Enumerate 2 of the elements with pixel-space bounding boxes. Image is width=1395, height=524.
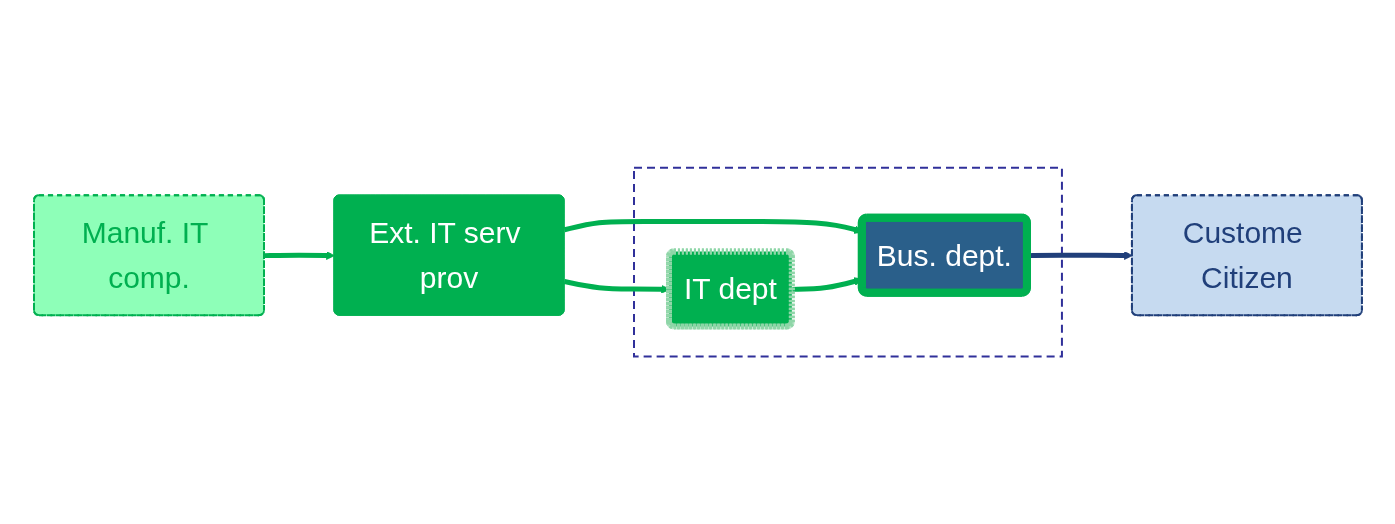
cluster bbox=[632, 166, 1063, 358]
arrow bbox=[264, 251, 335, 260]
